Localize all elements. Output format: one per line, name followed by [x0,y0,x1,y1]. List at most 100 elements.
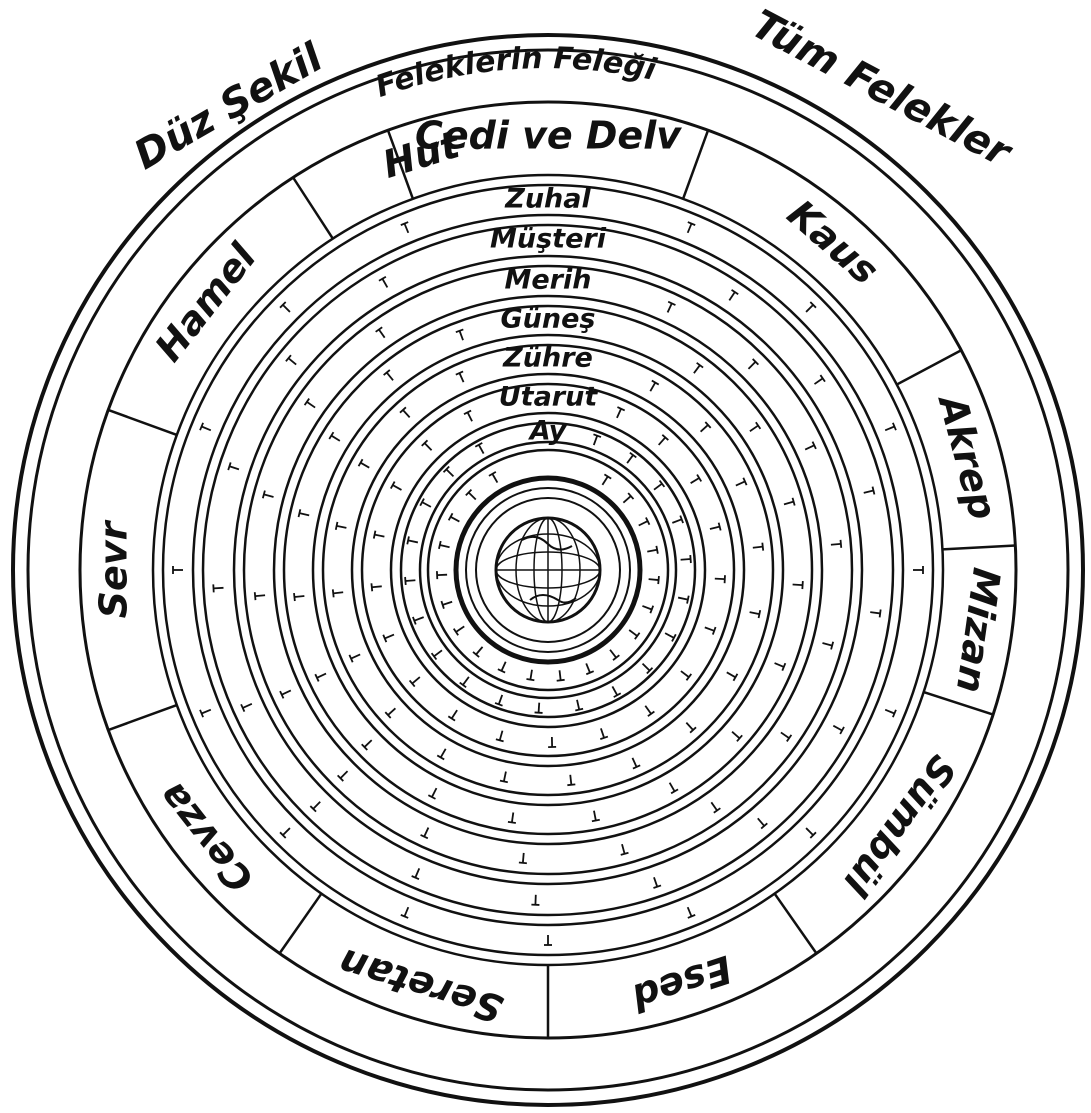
tick-mark [200,706,212,717]
tick-mark [663,630,676,642]
tick-mark [629,756,640,768]
tick-mark [755,816,768,829]
tick-mark [535,702,544,713]
zodiac-label: Mizan [948,565,1009,696]
tick-mark [200,423,212,434]
tick-mark [362,737,375,750]
tick-mark [913,566,923,574]
tick-mark [228,462,240,473]
tick-mark [779,729,792,741]
tick-mark [407,536,418,546]
tick-mark [422,440,435,453]
tick-mark [413,613,425,624]
tick-mark [500,771,510,782]
tick-mark [590,810,600,821]
zodiac-label: Sevr [92,519,136,618]
tick-mark [280,302,293,315]
planet-label: Güneş [501,304,596,335]
tick-mark [812,375,825,387]
tick-mark [590,434,601,446]
tick-mark [734,478,746,489]
tick-mark [666,781,678,794]
tick-mark [583,662,594,674]
tick-mark [821,639,833,649]
tick-mark [884,423,896,434]
tick-mark [749,608,760,618]
tick-mark [752,543,763,552]
planet-label: Merih [505,265,592,296]
corner-label-left: Düz Şekil [127,34,332,179]
tick-mark [683,720,696,733]
tick-mark [400,407,413,420]
tick-mark [338,768,351,781]
tick-mark [213,584,223,593]
zodiac-label: Akrep [929,388,1005,524]
tick-mark [432,647,445,659]
tick-mark [255,591,266,600]
tick-mark [618,843,628,855]
tick-mark [715,575,725,584]
zodiac-divider [775,894,817,954]
tick-mark [329,432,342,444]
tick-mark [726,290,738,303]
tick-mark [428,786,440,799]
tick-mark [410,674,423,687]
tick-mark [637,518,649,530]
tick-mark [573,699,583,711]
tick-mark [803,825,816,838]
tick-mark [544,935,552,945]
tick-mark [746,359,759,372]
tick-mark [475,443,487,456]
zodiac-label: Hut [378,122,466,187]
tick-mark [349,651,361,662]
tick-mark [624,453,636,466]
tick-mark [401,222,412,234]
tick-mark [305,399,318,411]
tick-mark [748,422,761,434]
zodiac-divider [280,894,322,954]
tick-mark [678,668,691,680]
tick-mark [280,825,293,838]
tick-mark [466,490,479,503]
tick-mark [280,687,292,698]
tick-mark [548,737,556,747]
tick-mark [460,675,472,688]
tick-mark [391,482,404,494]
tick-mark [449,513,462,525]
tick-mark [709,523,721,533]
tick-mark [677,594,688,604]
tick-mark [310,799,323,812]
zodiac-divider [108,410,177,435]
tick-mark [371,582,382,591]
tick-mark [437,571,447,579]
tick-mark [703,624,715,635]
planet-label: Zuhal [504,184,591,215]
tick-mark [671,516,683,527]
tick-mark [647,381,659,394]
zodiac-divider [897,350,961,384]
tick-mark [642,703,654,716]
tick-mark [640,661,653,674]
tick-mark [689,475,702,487]
tick-mark [621,493,634,506]
tick-mark [359,459,372,471]
zodiac-divider [924,692,993,715]
tick-mark [456,329,467,341]
tick-mark [315,670,327,681]
planet-labels: ZuhalMüşteriMerihGüneşZühreUtarutAy [490,184,607,447]
tick-mark [299,509,311,519]
planet-label: Utarut [499,382,599,413]
tick-mark [556,670,565,681]
tick-mark [456,371,467,383]
tick-mark [496,730,506,742]
tick-mark [664,302,675,314]
tick-mark [421,826,432,838]
tick-mark [336,522,347,532]
tick-mark [803,442,815,453]
tick-mark [698,422,711,435]
tick-mark [263,491,275,501]
tick-mark [508,812,517,823]
tick-mark [566,774,575,785]
tick-mark [647,546,658,556]
tick-mark [870,608,881,617]
